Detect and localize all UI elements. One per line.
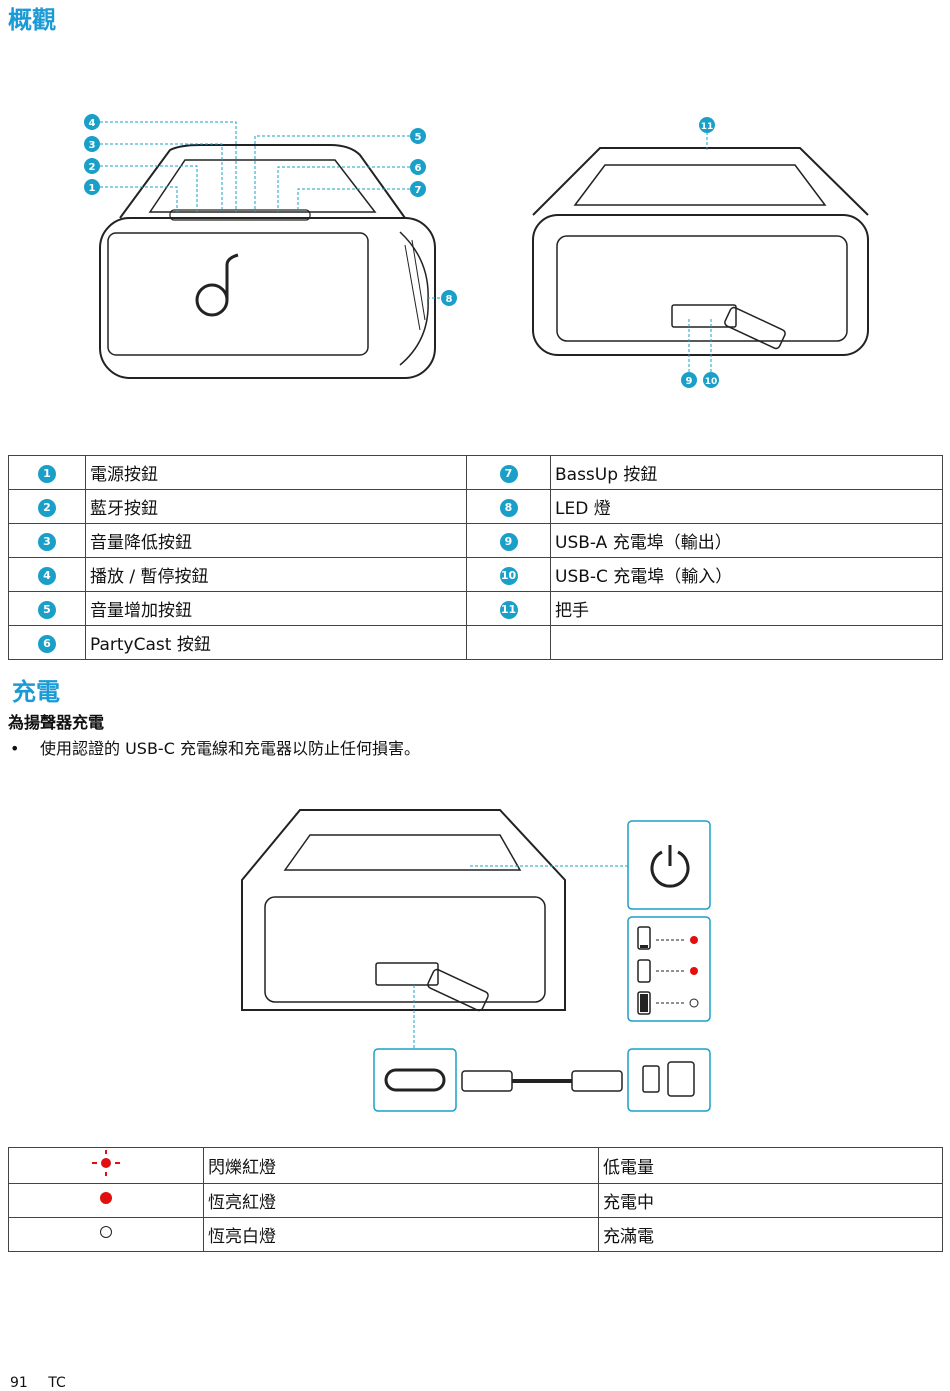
part-number-cell: 4 [8, 557, 86, 592]
svg-text:9: 9 [686, 376, 693, 387]
part-label-cell [466, 625, 551, 660]
part-number-badge: 7 [499, 465, 518, 483]
callout-10: 10 [703, 372, 719, 388]
svg-text:7: 7 [415, 185, 422, 196]
callout-2: 2 [84, 158, 100, 174]
svg-text:4: 4 [89, 118, 96, 129]
part-label-cell: 藍牙按鈕 [85, 489, 467, 524]
callout-5: 5 [410, 128, 426, 144]
part-number-badge: 8 [499, 499, 518, 517]
led-table-row: 恆亮白燈充滿電 [8, 1217, 943, 1252]
part-number-badge: 11 [499, 601, 518, 619]
part-label-cell: USB-A 充電埠（輸出） [550, 523, 943, 558]
led-state-cell: 閃爍紅燈 [203, 1147, 599, 1184]
charging-diagram [241, 809, 711, 1112]
part-number-cell: 6 [8, 625, 86, 660]
footer: 91 TC [10, 1375, 82, 1391]
led-status-panel [627, 916, 711, 1022]
charging-bullet-text: 使用認證的 USB-C 充電線和充電器以防止任何損害。 [40, 739, 420, 758]
part-label-cell: 播放 / 暫停按鈕 [85, 557, 467, 592]
callout-11: 11 [699, 117, 715, 133]
part-number-badge: 4 [38, 567, 56, 585]
white-circle-icon [8, 1217, 204, 1252]
callout-8: 8 [441, 290, 457, 306]
led-table-row: 閃爍紅燈低電量 [8, 1147, 943, 1184]
overview-title: 概觀 [8, 6, 56, 34]
part-number-badge: 10 [499, 567, 518, 585]
part-label-cell: 音量增加按鈕 [85, 591, 467, 626]
parts-table-row: 2 藍牙按鈕 8 LED 燈 [8, 489, 943, 524]
blinking-red-dot-icon [8, 1147, 204, 1184]
part-number-badge: 5 [38, 601, 56, 619]
language-code: TC [48, 1375, 66, 1391]
part-number-cell: 8 [466, 489, 551, 524]
callout-4: 4 [84, 114, 100, 130]
page-number: 91 [10, 1375, 28, 1391]
part-label-cell: 把手 [550, 591, 943, 626]
charging-title: 充電 [12, 678, 60, 706]
svg-text:6: 6 [415, 163, 422, 174]
part-number-cell: 7 [466, 455, 551, 490]
parts-table-row: 6 PartyCast 按鈕 [8, 625, 943, 660]
svg-text:11: 11 [701, 122, 714, 132]
svg-text:2: 2 [89, 162, 96, 173]
solid-red-dot-icon [8, 1183, 204, 1218]
svg-text:8: 8 [446, 294, 453, 305]
led-table-row: 恆亮紅燈充電中 [8, 1183, 943, 1218]
part-number-badge: 1 [38, 465, 56, 483]
led-table: 閃爍紅燈低電量恆亮紅燈充電中恆亮白燈充滿電 [8, 1147, 943, 1252]
led-state-cell: 恆亮白燈 [203, 1217, 599, 1252]
callout-7: 7 [410, 181, 426, 197]
led-meaning-cell: 充電中 [598, 1183, 943, 1218]
part-label-cell: LED 燈 [550, 489, 943, 524]
charging-subtitle: 為揚聲器充電 [8, 713, 105, 732]
speaker-back-body [532, 214, 869, 356]
part-number-cell: 9 [466, 523, 551, 558]
svg-text:10: 10 [705, 377, 718, 387]
svg-text:1: 1 [89, 183, 96, 194]
svg-text:5: 5 [415, 132, 422, 143]
part-number-badge: 9 [499, 533, 518, 551]
led-meaning-cell: 充滿電 [598, 1217, 943, 1252]
part-label-cell: PartyCast 按鈕 [85, 625, 467, 660]
led-state-cell: 恆亮紅燈 [203, 1183, 599, 1218]
parts-table-row: 5 音量增加按鈕 11 把手 [8, 591, 943, 626]
callout-6: 6 [410, 159, 426, 175]
part-number-badge: 3 [38, 533, 56, 551]
callout-1: 1 [84, 179, 100, 195]
overview-diagram: 4 3 2 1 5 6 7 8 11 9 10 [84, 114, 869, 388]
led-meaning-cell: 低電量 [598, 1147, 943, 1184]
part-number-cell: 11 [466, 591, 551, 626]
charging-bullet: •使用認證的 USB-C 充電線和充電器以防止任何損害。 [10, 739, 420, 758]
part-number-badge: 6 [38, 635, 56, 653]
part-number-cell: 2 [8, 489, 86, 524]
callout-9: 9 [681, 372, 697, 388]
part-label-cell [550, 625, 943, 660]
callout-3: 3 [84, 136, 100, 152]
power-panel [627, 820, 711, 910]
part-number-cell: 10 [466, 557, 551, 592]
svg-text:3: 3 [89, 140, 96, 151]
part-number-badge: 2 [38, 499, 56, 517]
